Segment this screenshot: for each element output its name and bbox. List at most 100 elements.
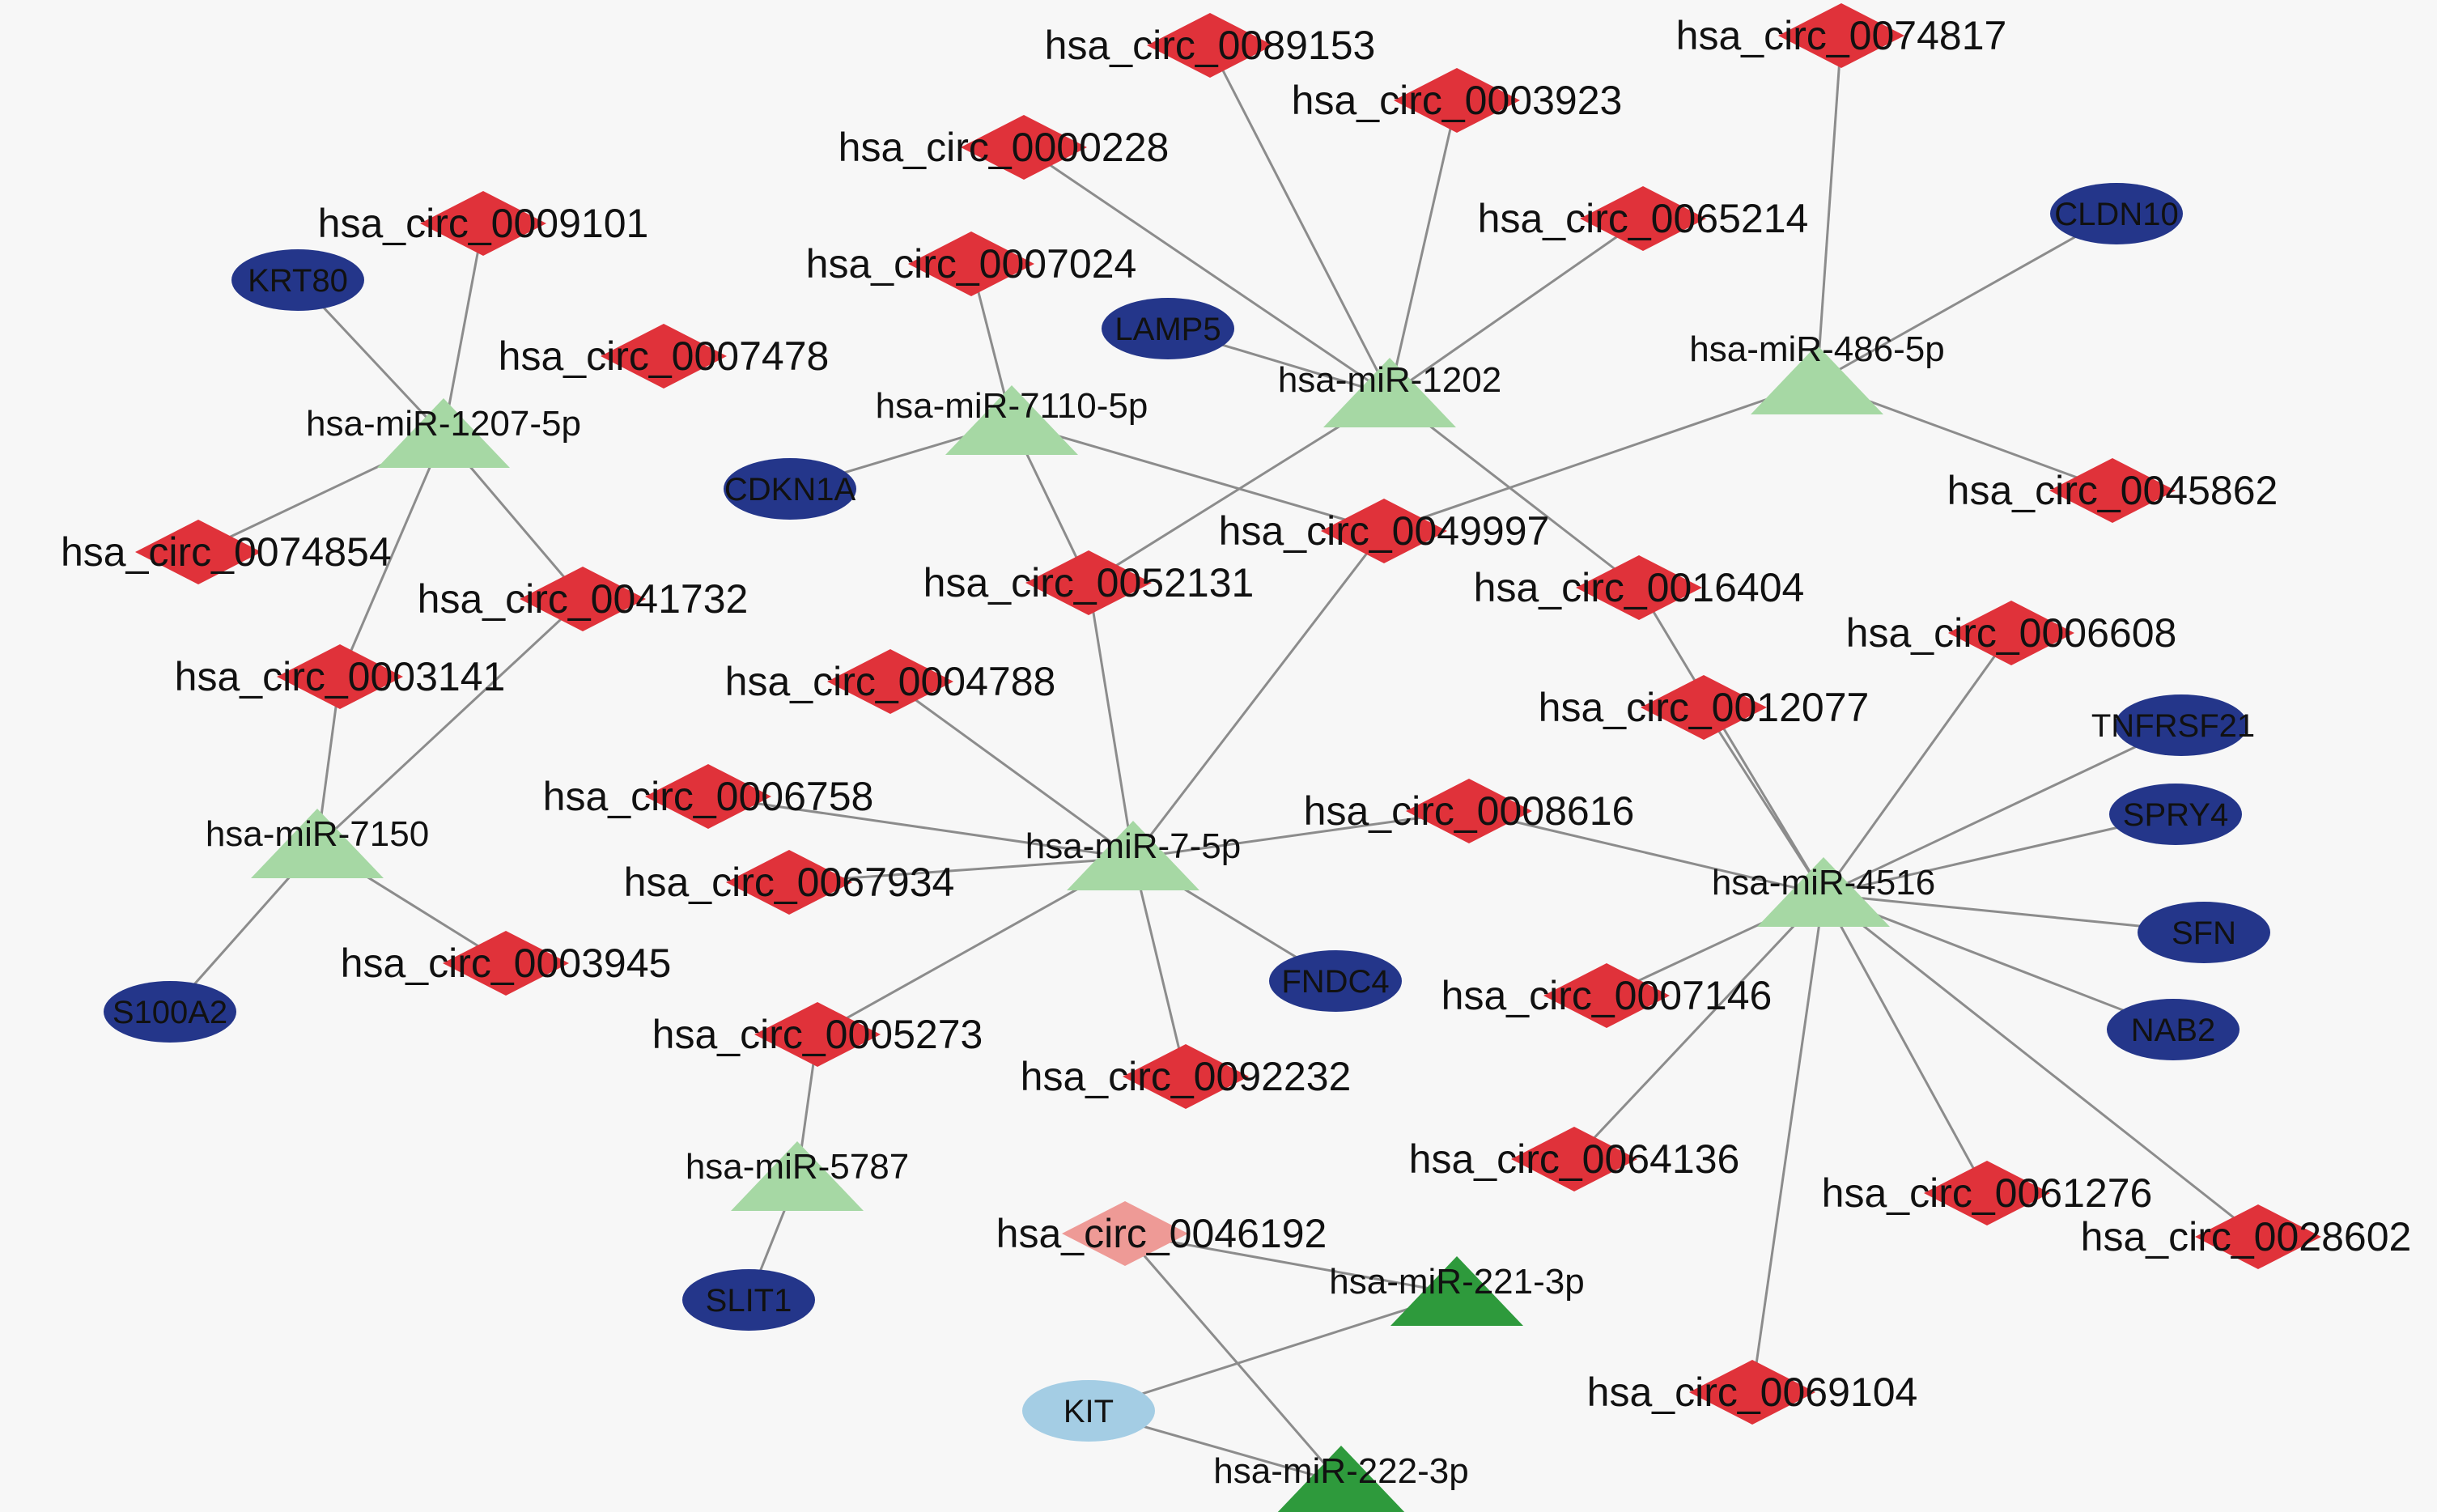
node-FNDC4[interactable]: FNDC4	[1269, 950, 1402, 1012]
node-SPRY4[interactable]: SPRY4	[2109, 784, 2242, 845]
gene-ellipse	[2107, 999, 2240, 1060]
node-NAB2[interactable]: NAB2	[2107, 999, 2240, 1060]
node-hsa_circ_0005273[interactable]: hsa_circ_0005273	[652, 1002, 983, 1067]
node-hsa_circ_0065214[interactable]: hsa_circ_0065214	[1478, 186, 1809, 251]
node-KRT80[interactable]: KRT80	[231, 249, 364, 311]
circrna-diamond	[1580, 186, 1706, 251]
node-hsa_circ_0092232[interactable]: hsa_circ_0092232	[1021, 1044, 1352, 1109]
circrna-diamond	[277, 644, 403, 709]
node-hsa_circ_0003945[interactable]: hsa_circ_0003945	[341, 931, 672, 996]
gene-ellipse	[2109, 784, 2242, 845]
node-hsa-miR-222-3p[interactable]: hsa-miR-222-3p	[1213, 1446, 1469, 1512]
node-hsa-miR-7150[interactable]: hsa-miR-7150	[206, 809, 429, 878]
node-label: hsa_circ_0005273	[652, 1012, 983, 1057]
node-label: hsa_circ_0012077	[1539, 685, 1870, 730]
node-hsa_circ_0089153[interactable]: hsa_circ_0089153	[1045, 13, 1376, 78]
node-CLDN10[interactable]: CLDN10	[2050, 183, 2183, 244]
circrna-diamond	[443, 931, 569, 996]
node-label: hsa_circ_0009101	[318, 201, 649, 246]
node-hsa_circ_0006758[interactable]: hsa_circ_0006758	[543, 764, 874, 829]
node-hsa_circ_0004788[interactable]: hsa_circ_0004788	[725, 649, 1056, 714]
node-SLIT1[interactable]: SLIT1	[682, 1269, 815, 1331]
node-hsa_circ_0052131[interactable]: hsa_circ_0052131	[923, 550, 1255, 615]
node-hsa-miR-7110-5p[interactable]: hsa-miR-7110-5p	[876, 385, 1148, 455]
node-LAMP5[interactable]: LAMP5	[1102, 298, 1234, 359]
circrna-diamond	[1123, 1044, 1249, 1109]
node-hsa_circ_0007024[interactable]: hsa_circ_0007024	[806, 231, 1137, 296]
gene-ellipse	[2050, 183, 2183, 244]
node-KIT[interactable]: KIT	[1022, 1380, 1155, 1442]
node-label: hsa-miR-1202	[1278, 360, 1501, 400]
node-S100A2[interactable]: S100A2	[104, 981, 236, 1043]
node-hsa_circ_0007146[interactable]: hsa_circ_0007146	[1441, 963, 1773, 1028]
node-hsa_circ_0067934[interactable]: hsa_circ_0067934	[624, 850, 955, 915]
node-hsa_circ_0007478[interactable]: hsa_circ_0007478	[499, 324, 830, 389]
node-label: hsa-miR-7150	[206, 814, 429, 854]
node-hsa_circ_0012077[interactable]: hsa_circ_0012077	[1539, 675, 1870, 740]
node-hsa_circ_0061276[interactable]: hsa_circ_0061276	[1822, 1161, 2153, 1225]
circrna-diamond	[1778, 3, 1904, 68]
node-hsa-miR-5787[interactable]: hsa-miR-5787	[686, 1141, 909, 1211]
node-hsa_circ_0074854[interactable]: hsa_circ_0074854	[61, 520, 392, 584]
node-label: hsa_circ_0003141	[175, 654, 506, 699]
node-label: S100A2	[113, 995, 227, 1030]
circrna-diamond	[1641, 675, 1767, 740]
gene-ellipse	[682, 1269, 815, 1331]
circrna-diamond	[1543, 963, 1670, 1028]
node-hsa_circ_0006608[interactable]: hsa_circ_0006608	[1846, 601, 2177, 665]
mirna-triangle	[1277, 1446, 1405, 1512]
node-hsa-miR-1207-5p[interactable]: hsa-miR-1207-5p	[306, 398, 581, 468]
node-label: hsa_circ_0046192	[996, 1211, 1327, 1256]
gene-ellipse	[104, 981, 236, 1043]
edge-c0049997-m7	[1131, 530, 1386, 859]
node-label: hsa-miR-486-5p	[1689, 329, 1944, 369]
circrna-diamond	[1576, 555, 1702, 620]
node-hsa_circ_0028602[interactable]: hsa_circ_0028602	[2081, 1204, 2412, 1269]
node-hsa_circ_0049997[interactable]: hsa_circ_0049997	[1219, 499, 1550, 563]
node-label: hsa_circ_0007478	[499, 333, 830, 379]
node-hsa-miR-486-5p[interactable]: hsa-miR-486-5p	[1689, 329, 1945, 414]
edge-c0008616-m4516	[1468, 809, 1824, 896]
node-hsa-miR-1202[interactable]: hsa-miR-1202	[1278, 358, 1501, 427]
edge-c0092232-m7	[1131, 857, 1187, 1077]
node-hsa-miR-4516[interactable]: hsa-miR-4516	[1712, 857, 1935, 927]
node-hsa_circ_0003141[interactable]: hsa_circ_0003141	[175, 644, 506, 709]
circrna-diamond	[1394, 68, 1520, 133]
circrna-diamond	[601, 324, 727, 389]
node-hsa_circ_0016404[interactable]: hsa_circ_0016404	[1474, 555, 1805, 620]
edge-gTNFRSF21-m4516	[1823, 724, 2182, 896]
circrna-diamond	[1924, 1161, 2050, 1225]
gene-ellipse	[1269, 950, 1402, 1012]
node-label: hsa_circ_0041732	[418, 576, 749, 622]
node-hsa_circ_0003923[interactable]: hsa_circ_0003923	[1292, 68, 1623, 133]
edge-c0012077-m4516	[1702, 707, 1825, 895]
node-label: hsa_circ_0074817	[1676, 13, 2007, 58]
node-label: NAB2	[2131, 1013, 2216, 1048]
node-label: SFN	[2172, 915, 2236, 951]
node-label: hsa_circ_0000228	[839, 125, 1170, 170]
node-hsa_circ_0046192[interactable]: hsa_circ_0046192	[996, 1201, 1327, 1266]
node-label: KRT80	[248, 263, 348, 299]
node-hsa-miR-221-3p[interactable]: hsa-miR-221-3p	[1329, 1256, 1585, 1326]
node-label: hsa-miR-1207-5p	[306, 404, 581, 444]
edge-gKIT-m221	[1088, 1292, 1458, 1412]
node-TNFRSF21[interactable]: TNFRSF21	[2091, 694, 2255, 756]
node-hsa_circ_0009101[interactable]: hsa_circ_0009101	[318, 191, 649, 256]
node-hsa_circ_0074817[interactable]: hsa_circ_0074817	[1676, 3, 2007, 68]
node-hsa_circ_0064136[interactable]: hsa_circ_0064136	[1409, 1127, 1740, 1191]
node-label: hsa-miR-221-3p	[1329, 1262, 1584, 1302]
node-hsa_circ_0041732[interactable]: hsa_circ_0041732	[418, 567, 749, 631]
node-label: KIT	[1064, 1394, 1114, 1429]
circrna-diamond	[1948, 601, 2074, 665]
node-hsa_circ_0000228[interactable]: hsa_circ_0000228	[839, 115, 1170, 180]
mirna-triangle	[1390, 1256, 1523, 1326]
node-hsa-miR-7-5p[interactable]: hsa-miR-7-5p	[1025, 821, 1242, 890]
node-SFN[interactable]: SFN	[2138, 902, 2270, 963]
circrna-diamond	[1406, 779, 1532, 843]
node-hsa_circ_0045862[interactable]: hsa_circ_0045862	[1947, 458, 2278, 523]
node-hsa_circ_0069104[interactable]: hsa_circ_0069104	[1587, 1360, 1918, 1425]
edge-c0016404-m4516	[1637, 587, 1825, 895]
node-CDKN1A[interactable]: CDKN1A	[724, 458, 856, 520]
node-hsa_circ_0008616[interactable]: hsa_circ_0008616	[1304, 779, 1635, 843]
